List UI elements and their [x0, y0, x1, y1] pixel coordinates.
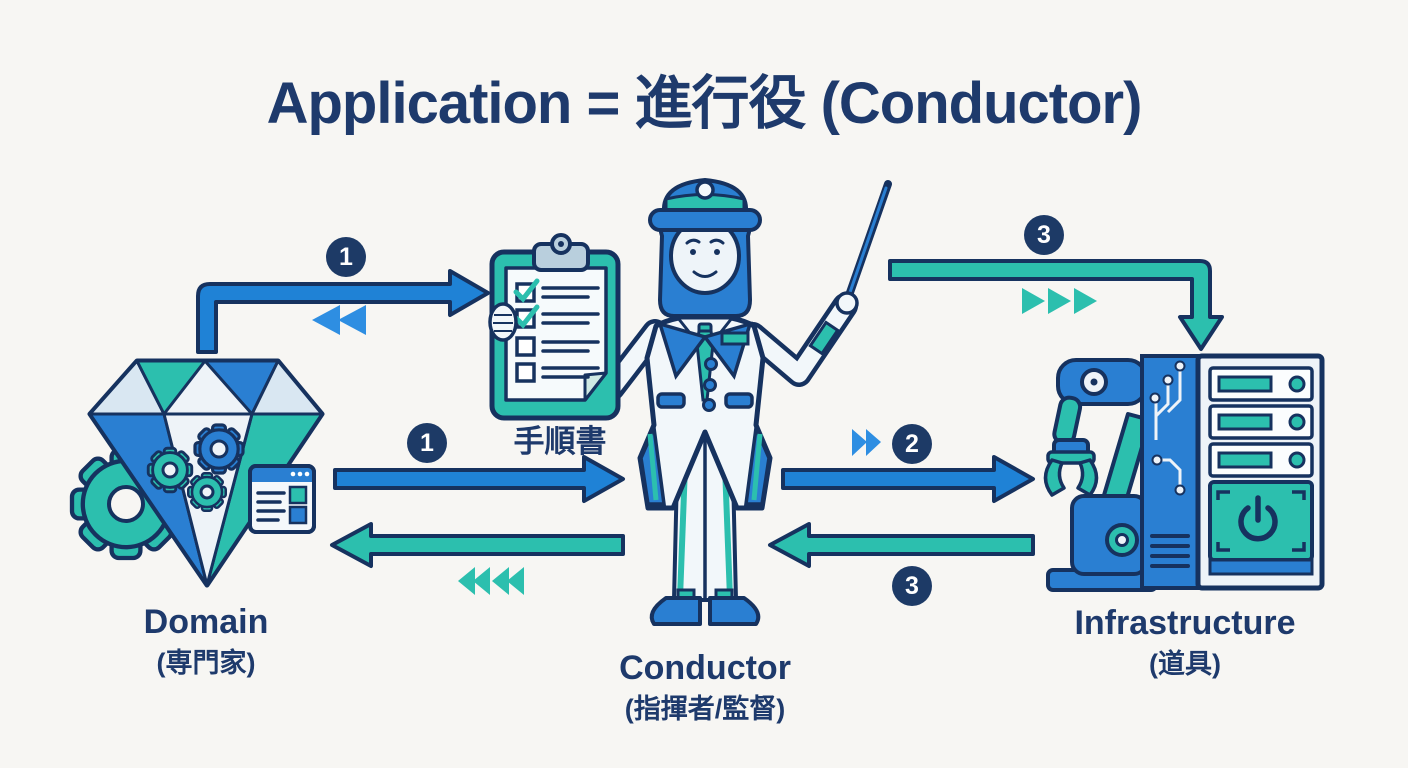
- conductor-label: Conductor: [619, 649, 791, 687]
- page-title: Application = 進行役 (Conductor): [266, 71, 1143, 136]
- rewind-quad-teal-icon: [458, 567, 524, 595]
- step-badge-1-mid: 1: [407, 423, 447, 463]
- conductor-right-arm: [740, 291, 859, 387]
- gear-icon: [146, 423, 245, 512]
- infrastructure-label: Infrastructure: [1074, 604, 1296, 642]
- conductor-head: [648, 177, 762, 318]
- checkmark-icon: [513, 278, 540, 303]
- arrow-domain-to-conductor: [333, 455, 625, 503]
- arrow-infrastructure-to-conductor: [768, 522, 1035, 568]
- fast-forward-double-blue-icon: [852, 429, 881, 456]
- arrow-domain-to-manual: [196, 269, 490, 354]
- conductor-hand: [835, 291, 859, 315]
- arrow-conductor-to-infrastructure: [781, 455, 1035, 503]
- arrow-conductor-to-domain: [330, 522, 625, 568]
- step-badge-2: 2: [892, 424, 932, 464]
- manual-label: 手順書: [513, 424, 607, 459]
- gem-gears-icon: [72, 358, 325, 588]
- server-rack-unit: [1208, 404, 1314, 440]
- server-column-circuit: [1140, 354, 1200, 590]
- robot-arm-server-icon: [1043, 353, 1325, 592]
- robot-arm-icon: [1043, 358, 1158, 592]
- fast-forward-triple-teal-icon: [1022, 288, 1097, 314]
- lapel-left: [657, 321, 708, 380]
- step-badge-1-top: 1: [326, 237, 366, 277]
- big-gear-icon: [72, 450, 180, 558]
- checkmark-icon: [513, 304, 540, 329]
- arrow-conductor-to-infrastructure-top: [888, 259, 1224, 351]
- pocket-square: [720, 331, 750, 346]
- rewind-double-blue-icon: [312, 305, 366, 335]
- server-rack-unit: [1208, 366, 1314, 402]
- browser-window-icon: [248, 464, 316, 534]
- conductor-shoes: [649, 588, 761, 626]
- server-tower-icon: [1195, 353, 1325, 591]
- conductor-hand-on-clipboard: [488, 302, 518, 342]
- server-rack-unit: [1208, 442, 1314, 478]
- conductor-sublabel: (指揮者/監督): [624, 694, 786, 724]
- baton-icon: [842, 180, 892, 308]
- power-icon: [1238, 495, 1278, 542]
- step-badge-3-top: 3: [1024, 215, 1064, 255]
- domain-label: Domain: [143, 603, 269, 641]
- conductor-jacket: [637, 313, 773, 511]
- conductor-cap-icon: [648, 177, 762, 232]
- infrastructure-sublabel: (道具): [1149, 649, 1221, 679]
- clipboard-checklist-icon: [488, 233, 621, 421]
- step-badge-3-bottom: 3: [892, 566, 932, 606]
- domain-sublabel: (専門家): [156, 648, 256, 678]
